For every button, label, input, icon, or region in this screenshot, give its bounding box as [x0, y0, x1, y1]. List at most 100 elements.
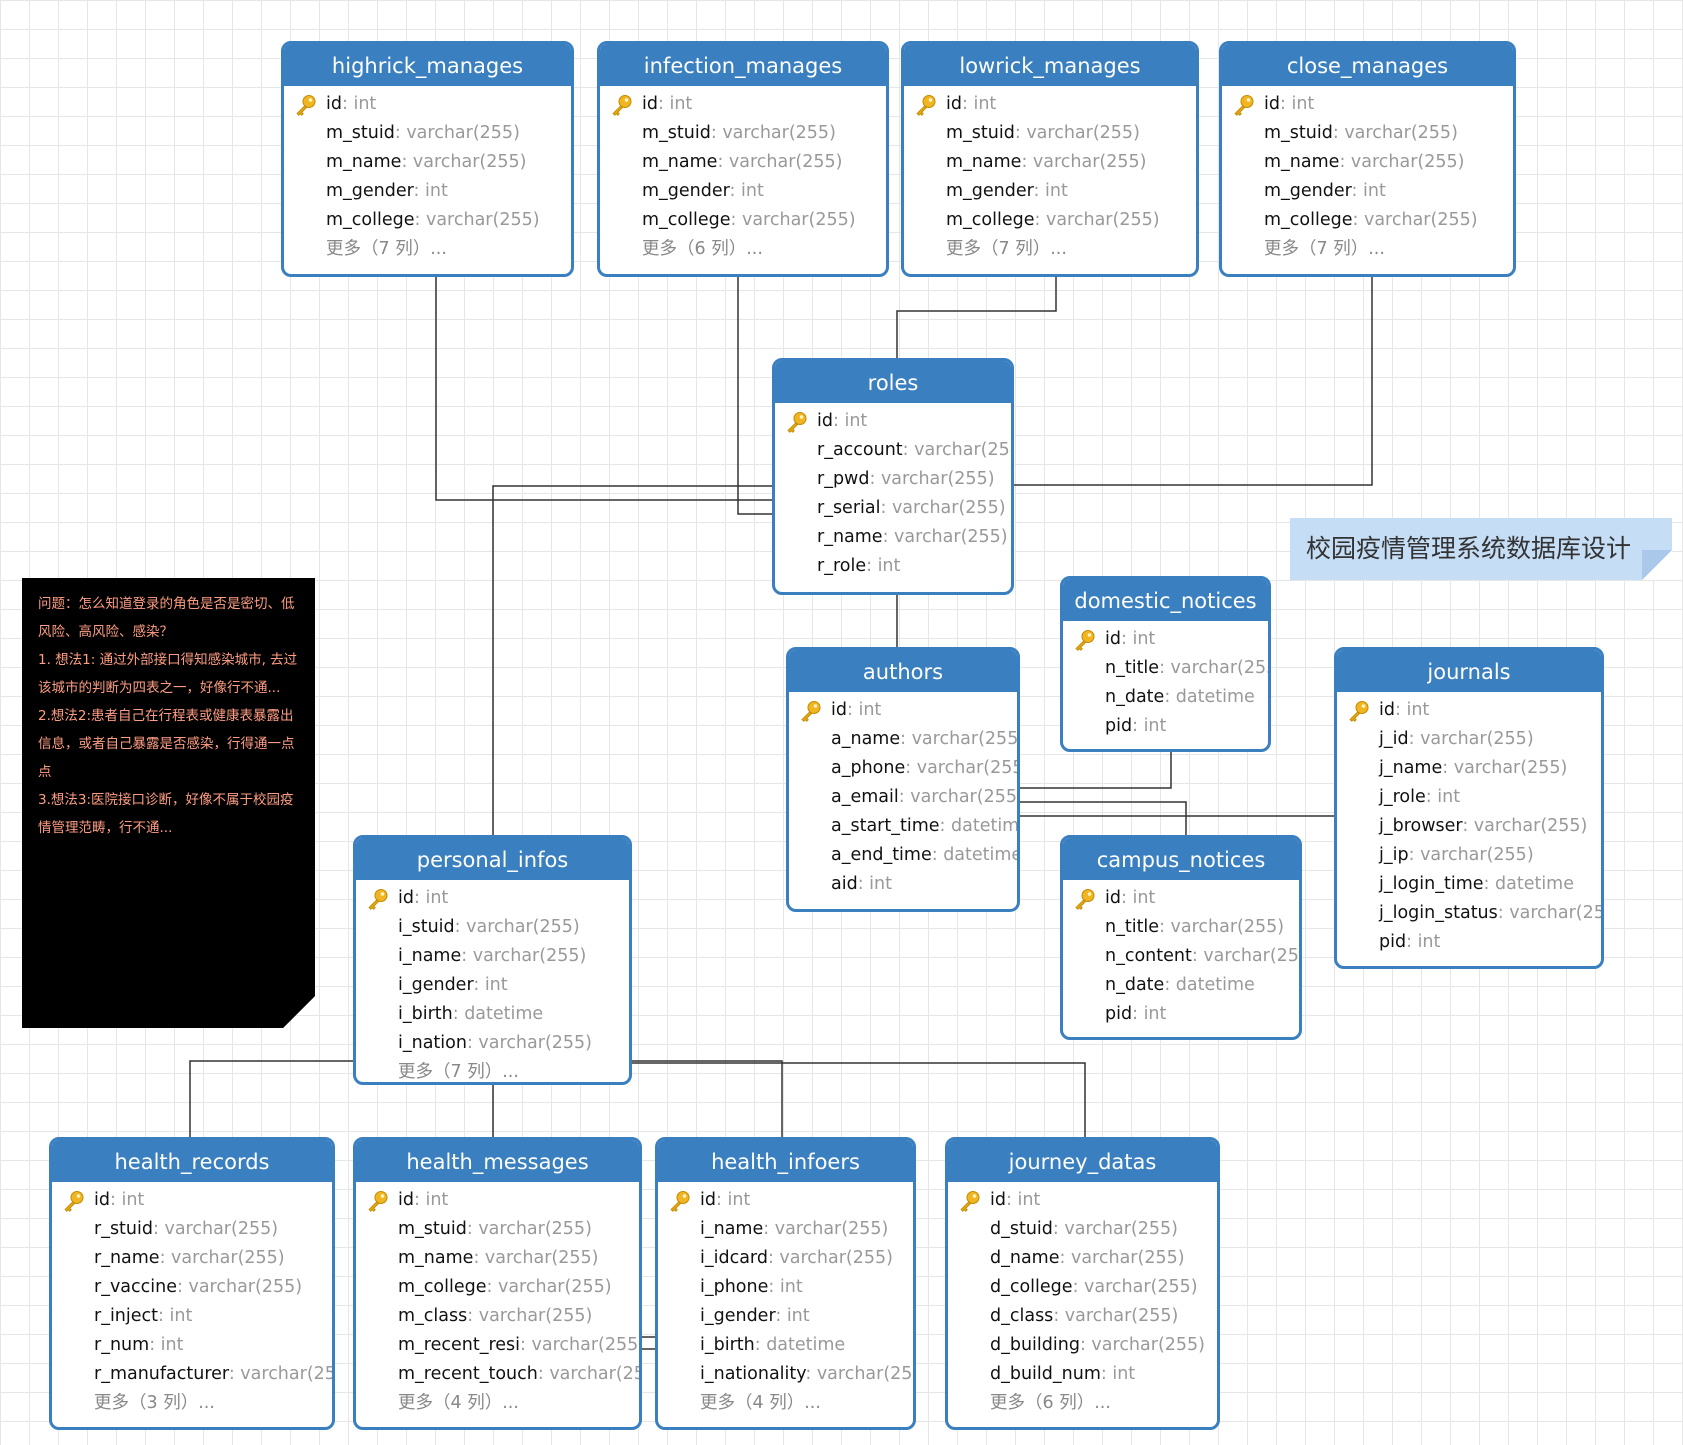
- primary-key-row[interactable]: id: int: [658, 1186, 913, 1215]
- primary-key-row[interactable]: id: int: [904, 90, 1196, 119]
- field-row[interactable]: n_title: varchar(255): [1063, 913, 1299, 942]
- field-row[interactable]: i_idcard: varchar(255): [658, 1244, 913, 1273]
- field-row[interactable]: pid: int: [1063, 712, 1268, 741]
- primary-key-row[interactable]: id: int: [284, 90, 571, 119]
- field-row[interactable]: r_stuid: varchar(255): [52, 1215, 332, 1244]
- more-columns-link[interactable]: 更多（7 列）...: [398, 1062, 519, 1082]
- more-columns-link[interactable]: 更多（6 列）...: [642, 239, 763, 259]
- table-header[interactable]: domestic_notices: [1063, 579, 1268, 621]
- table-header[interactable]: campus_notices: [1063, 838, 1299, 880]
- primary-key-row[interactable]: id: int: [1337, 696, 1601, 725]
- table-header[interactable]: lowrick_manages: [904, 44, 1196, 86]
- field-row[interactable]: a_name: varchar(255): [789, 725, 1017, 754]
- more-columns-link[interactable]: 更多（7 列）...: [946, 239, 1067, 259]
- field-row[interactable]: a_end_time: datetime: [789, 841, 1017, 870]
- field-row[interactable]: d_build_num: int: [948, 1360, 1217, 1389]
- field-row[interactable]: n_title: varchar(255): [1063, 654, 1268, 683]
- field-row[interactable]: m_stuid: varchar(255): [904, 119, 1196, 148]
- table-header[interactable]: infection_manages: [600, 44, 886, 86]
- field-row[interactable]: i_gender: int: [658, 1302, 913, 1331]
- field-row[interactable]: aid: int: [789, 870, 1017, 899]
- field-row[interactable]: r_account: varchar(255): [775, 436, 1011, 465]
- primary-key-row[interactable]: id: int: [1063, 884, 1299, 913]
- field-row[interactable]: m_recent_touch: varchar(255): [356, 1360, 639, 1389]
- field-row[interactable]: a_phone: varchar(255): [789, 754, 1017, 783]
- field-row[interactable]: r_serial: varchar(255): [775, 494, 1011, 523]
- more-columns-link[interactable]: 更多（6 列）...: [990, 1393, 1111, 1413]
- table-header[interactable]: journals: [1337, 650, 1601, 692]
- field-row[interactable]: j_login_status: varchar(255): [1337, 899, 1601, 928]
- field-row[interactable]: m_gender: int: [284, 177, 571, 206]
- field-row[interactable]: m_stuid: varchar(255): [284, 119, 571, 148]
- field-row[interactable]: m_name: varchar(255): [600, 148, 886, 177]
- field-row[interactable]: r_vaccine: varchar(255): [52, 1273, 332, 1302]
- primary-key-row[interactable]: id: int: [52, 1186, 332, 1215]
- field-row[interactable]: m_name: varchar(255): [1222, 148, 1513, 177]
- primary-key-row[interactable]: id: int: [948, 1186, 1217, 1215]
- table-header[interactable]: roles: [775, 361, 1011, 403]
- field-row[interactable]: j_role: int: [1337, 783, 1601, 812]
- field-row[interactable]: i_name: varchar(255): [658, 1215, 913, 1244]
- table-header[interactable]: health_infoers: [658, 1140, 913, 1182]
- field-row[interactable]: m_name: varchar(255): [904, 148, 1196, 177]
- primary-key-row[interactable]: id: int: [356, 884, 629, 913]
- field-row[interactable]: d_class: varchar(255): [948, 1302, 1217, 1331]
- field-row[interactable]: i_nationality: varchar(255): [658, 1360, 913, 1389]
- field-row[interactable]: i_birth: datetime: [658, 1331, 913, 1360]
- table-header[interactable]: health_messages: [356, 1140, 639, 1182]
- table-header[interactable]: health_records: [52, 1140, 332, 1182]
- table-header[interactable]: authors: [789, 650, 1017, 692]
- more-columns-link[interactable]: 更多（7 列）...: [1264, 239, 1385, 259]
- field-row[interactable]: n_date: datetime: [1063, 683, 1268, 712]
- field-row[interactable]: m_college: varchar(255): [356, 1273, 639, 1302]
- field-row[interactable]: r_name: varchar(255): [52, 1244, 332, 1273]
- primary-key-row[interactable]: id: int: [789, 696, 1017, 725]
- field-row[interactable]: m_stuid: varchar(255): [1222, 119, 1513, 148]
- field-row[interactable]: j_login_time: datetime: [1337, 870, 1601, 899]
- primary-key-row[interactable]: id: int: [1063, 625, 1268, 654]
- field-row[interactable]: a_start_time: datetime: [789, 812, 1017, 841]
- field-row[interactable]: r_inject: int: [52, 1302, 332, 1331]
- primary-key-row[interactable]: id: int: [1222, 90, 1513, 119]
- field-row[interactable]: d_stuid: varchar(255): [948, 1215, 1217, 1244]
- field-row[interactable]: r_name: varchar(255): [775, 523, 1011, 552]
- field-row[interactable]: m_class: varchar(255): [356, 1302, 639, 1331]
- field-row[interactable]: a_email: varchar(255): [789, 783, 1017, 812]
- field-row[interactable]: i_name: varchar(255): [356, 942, 629, 971]
- field-row[interactable]: n_content: varchar(255): [1063, 942, 1299, 971]
- primary-key-row[interactable]: id: int: [600, 90, 886, 119]
- field-row[interactable]: m_gender: int: [600, 177, 886, 206]
- table-header[interactable]: journey_datas: [948, 1140, 1217, 1182]
- field-row[interactable]: m_stuid: varchar(255): [356, 1215, 639, 1244]
- field-row[interactable]: r_num: int: [52, 1331, 332, 1360]
- field-row[interactable]: j_name: varchar(255): [1337, 754, 1601, 783]
- field-row[interactable]: d_name: varchar(255): [948, 1244, 1217, 1273]
- field-row[interactable]: m_college: varchar(255): [600, 206, 886, 235]
- field-row[interactable]: m_gender: int: [1222, 177, 1513, 206]
- field-row[interactable]: d_building: varchar(255): [948, 1331, 1217, 1360]
- field-row[interactable]: r_role: int: [775, 552, 1011, 581]
- field-row[interactable]: r_manufacturer: varchar(255): [52, 1360, 332, 1389]
- field-row[interactable]: i_phone: int: [658, 1273, 913, 1302]
- primary-key-row[interactable]: id: int: [775, 407, 1011, 436]
- field-row[interactable]: m_recent_resi: varchar(255): [356, 1331, 639, 1360]
- field-row[interactable]: m_gender: int: [904, 177, 1196, 206]
- table-header[interactable]: close_manages: [1222, 44, 1513, 86]
- more-columns-link[interactable]: 更多（4 列）...: [700, 1393, 821, 1413]
- more-columns-link[interactable]: 更多（7 列）...: [326, 239, 447, 259]
- field-row[interactable]: i_nation: varchar(255): [356, 1029, 629, 1058]
- table-header[interactable]: personal_infos: [356, 838, 629, 880]
- field-row[interactable]: r_pwd: varchar(255): [775, 465, 1011, 494]
- field-row[interactable]: m_college: varchar(255): [284, 206, 571, 235]
- field-row[interactable]: m_college: varchar(255): [904, 206, 1196, 235]
- field-row[interactable]: pid: int: [1063, 1000, 1299, 1029]
- field-row[interactable]: pid: int: [1337, 928, 1601, 957]
